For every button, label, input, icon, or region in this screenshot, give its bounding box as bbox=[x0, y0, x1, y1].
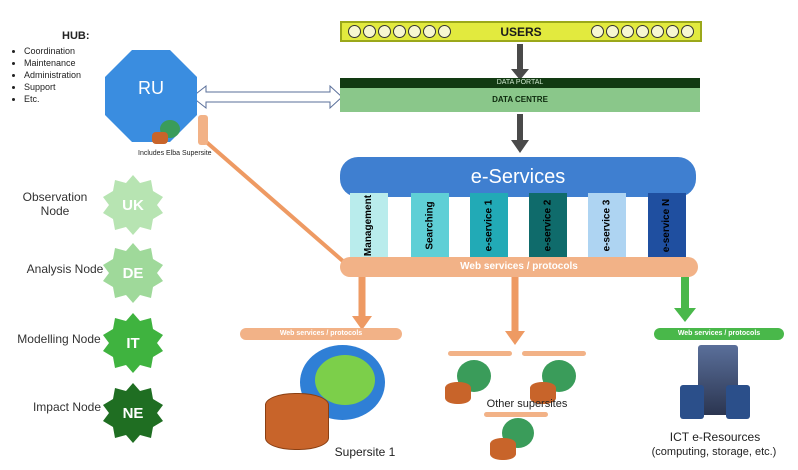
arrow-head bbox=[511, 69, 529, 80]
user-icon bbox=[606, 25, 619, 38]
hub-item: Support bbox=[24, 81, 81, 93]
user-icon bbox=[438, 25, 451, 38]
node-code: NE bbox=[122, 404, 144, 422]
arrow-head bbox=[674, 308, 696, 322]
eservice-col-label: Management bbox=[363, 194, 375, 256]
other-supersites-label: Other supersites bbox=[486, 398, 568, 410]
elba-supersite-icon bbox=[152, 120, 182, 146]
eservice-col-label: e-service 2 bbox=[542, 199, 554, 251]
eservice-col-label: e-service 3 bbox=[601, 199, 613, 251]
data-centre: DATA CENTRE bbox=[340, 88, 700, 112]
node-code: UK bbox=[122, 196, 144, 214]
arrow-head bbox=[511, 140, 529, 153]
users-icons-right bbox=[591, 25, 694, 38]
eservices-header: e-Services bbox=[340, 157, 696, 197]
other-supersite-icon bbox=[490, 418, 540, 462]
supersite-1-illustration bbox=[265, 345, 385, 450]
mini-bar bbox=[484, 412, 548, 417]
web-services-right: Web services / protocols bbox=[654, 328, 784, 340]
supersite-1-label: Supersite 1 bbox=[334, 445, 396, 459]
eservice-col-n: e-service N bbox=[648, 193, 686, 257]
ict-label-line2: (computing, storage, etc.) bbox=[651, 446, 777, 458]
hub-item: Etc. bbox=[24, 93, 81, 105]
ru-octagon: RU bbox=[105, 50, 197, 142]
node-gear-it: IT bbox=[103, 313, 163, 373]
node-label-analysis: Analysis Node bbox=[26, 262, 104, 276]
hub-list: Coordination Maintenance Administration … bbox=[10, 45, 81, 105]
other-supersite-icon bbox=[445, 360, 495, 408]
eservice-col-3: e-service 3 bbox=[588, 193, 626, 257]
other-supersite-icon bbox=[530, 360, 580, 408]
eservice-col-label: e-service 1 bbox=[483, 199, 495, 251]
user-icon bbox=[636, 25, 649, 38]
user-icon bbox=[408, 25, 421, 38]
ict-label-line1: ICT e-Resources bbox=[669, 430, 761, 444]
double-arrow bbox=[191, 84, 343, 110]
arrow-head bbox=[505, 331, 525, 345]
gear-icon bbox=[103, 313, 163, 373]
user-icon bbox=[423, 25, 436, 38]
ru-link-line bbox=[202, 138, 346, 264]
gear-icon bbox=[103, 243, 163, 303]
user-icon bbox=[363, 25, 376, 38]
node-code: IT bbox=[126, 334, 140, 352]
ru-label: RU bbox=[138, 78, 164, 98]
gear-icon bbox=[103, 175, 163, 235]
data-portal: DATA PORTAL bbox=[340, 78, 700, 88]
web-services-bar: Web services / protocols bbox=[340, 257, 698, 277]
hub-item: Maintenance bbox=[24, 57, 81, 69]
hub-title: HUB: bbox=[62, 30, 90, 42]
web-services-left: Web services / protocols bbox=[240, 328, 402, 340]
user-icon bbox=[681, 25, 694, 38]
users-label: USERS bbox=[500, 24, 542, 39]
node-gear-uk: UK bbox=[103, 175, 163, 235]
arrow-head bbox=[352, 316, 372, 330]
node-gear-de: DE bbox=[103, 243, 163, 303]
user-icon bbox=[393, 25, 406, 38]
eservice-col-2: e-service 2 bbox=[529, 193, 567, 257]
includes-text: Includes Elba Supersite bbox=[138, 150, 212, 157]
user-icon bbox=[378, 25, 391, 38]
hub-item: Coordination bbox=[24, 45, 81, 57]
user-icon bbox=[651, 25, 664, 38]
user-icon bbox=[591, 25, 604, 38]
server-icon bbox=[680, 345, 750, 425]
node-gear-ne: NE bbox=[103, 383, 163, 443]
node-code: DE bbox=[122, 264, 144, 282]
hub-item: Administration bbox=[24, 69, 81, 81]
ru-connector bbox=[198, 115, 208, 145]
eservice-col-label: e-service N bbox=[661, 198, 673, 252]
mini-bar bbox=[448, 351, 512, 356]
user-icon bbox=[666, 25, 679, 38]
eservice-col-1: e-service 1 bbox=[470, 193, 508, 257]
mini-bar bbox=[522, 351, 586, 356]
users-bar: USERS bbox=[340, 21, 702, 42]
gear-icon bbox=[103, 383, 163, 443]
node-label-observation: Observation Node bbox=[22, 190, 88, 218]
users-icons-left bbox=[348, 25, 451, 38]
eservice-col-searching: Searching bbox=[411, 193, 449, 257]
node-label-impact: Impact Node bbox=[32, 400, 102, 414]
node-label-modelling: Modelling Node bbox=[17, 332, 101, 346]
user-icon bbox=[348, 25, 361, 38]
eservice-col-management: Management bbox=[350, 193, 388, 257]
eservice-col-label: Searching bbox=[424, 200, 436, 250]
user-icon bbox=[621, 25, 634, 38]
